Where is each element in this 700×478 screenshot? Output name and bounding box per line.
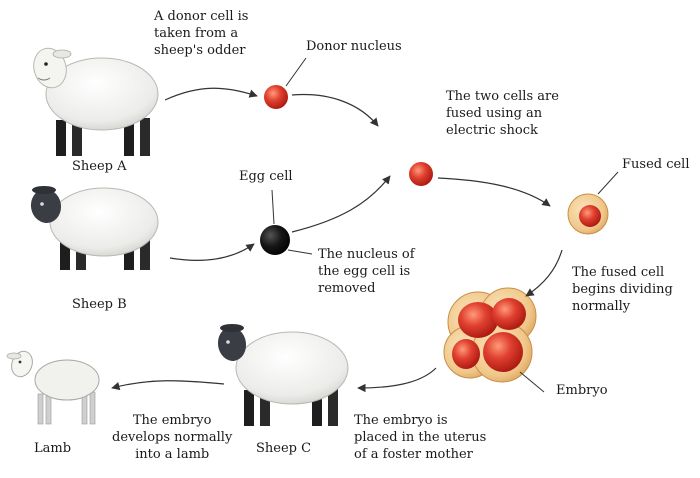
label-embryo: Embryo — [556, 382, 608, 399]
arrow-sheep-a-to-nucleus — [165, 88, 257, 100]
label-cells-fused: The two cells are fused using an electri… — [446, 88, 559, 139]
leader-nucleus-removed — [288, 250, 312, 254]
label-sheep-a: Sheep A — [72, 158, 127, 175]
arrow-sheep-c-to-lamb — [112, 381, 224, 388]
sheep-a-illustration — [29, 45, 158, 156]
label-fused-cell: Fused cell — [622, 156, 690, 173]
arrow-sheep-b-to-egg — [170, 244, 254, 260]
label-sheep-b: Sheep B — [72, 296, 127, 313]
embryo-cluster — [444, 288, 536, 382]
label-fused-dividing: The fused cell begins dividing normally — [572, 264, 673, 315]
label-embryo-develops: The embryo develops normally into a lamb — [112, 412, 232, 463]
lamb-illustration — [7, 348, 99, 424]
label-embryo-placed: The embryo is placed in the uterus of a … — [354, 412, 486, 463]
leader-egg-cell — [272, 190, 274, 224]
leader-embryo — [520, 372, 544, 392]
sheep-c-illustration — [216, 324, 348, 426]
label-donor-cell-taken: A donor cell is taken from a sheep's odd… — [154, 8, 248, 59]
fused-cells-red — [409, 162, 433, 186]
arrow-fused-cell-to-embryo — [526, 250, 562, 296]
label-nucleus-removed: The nucleus of the egg cell is removed — [318, 246, 415, 297]
label-egg-cell: Egg cell — [239, 168, 293, 185]
leader-donor-nucleus — [286, 58, 306, 86]
arrow-embryo-to-sheep-c — [358, 368, 436, 388]
fused-cell — [568, 194, 608, 234]
label-donor-nucleus: Donor nucleus — [306, 38, 402, 55]
egg-cell — [260, 225, 290, 255]
donor-nucleus-cell — [264, 85, 288, 109]
arrow-nucleus-to-fusion — [292, 95, 378, 126]
label-lamb: Lamb — [34, 440, 71, 457]
sheep-b-illustration — [28, 186, 158, 270]
arrow-fusion-to-fused-cell — [438, 178, 550, 206]
label-sheep-c: Sheep C — [256, 440, 311, 457]
arrow-egg-to-fusion — [292, 176, 390, 232]
leader-fused-cell — [598, 172, 618, 194]
